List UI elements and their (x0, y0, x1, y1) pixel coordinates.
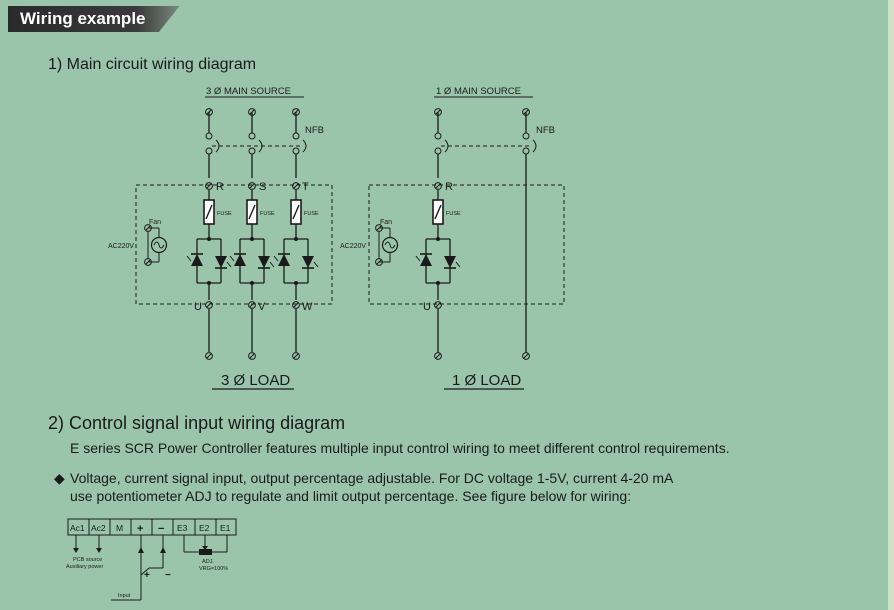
fuse-label-3: FUSE (304, 211, 319, 217)
single-terminal-r-label: R (445, 181, 453, 193)
input-label: Input (118, 593, 131, 599)
terminal-u-label: U (194, 301, 202, 313)
three-phase-nfb-label: NFB (305, 125, 324, 136)
terminal-ac2: Ac2 (91, 523, 106, 533)
auxiliary-power-label: Auxiliary power (66, 564, 103, 570)
single-phase-fan-label: Fan (380, 219, 392, 226)
diamond-bullet-icon: ◆ (54, 470, 65, 486)
section-header-tab: Wiring example (8, 6, 180, 32)
control-signal-title: 2) Control signal input wiring diagram (48, 413, 346, 433)
single-phase-enclosure (368, 184, 565, 305)
terminal-ac1: Ac1 (70, 523, 85, 533)
single-phase-breaker (434, 132, 537, 155)
terminal-m: M (116, 523, 123, 533)
terminal-e1: E1 (220, 523, 231, 533)
three-phase-fan (147, 227, 168, 263)
pcb-source-label: PCB source (73, 557, 102, 563)
three-phase-fan-label: Fan (149, 219, 161, 226)
adj-label: ADJ. (202, 559, 214, 565)
input-plus-label: + (144, 570, 150, 581)
terminal-plus: + (137, 523, 143, 535)
terminal-r-label: R (216, 181, 224, 193)
terminal-e2: E2 (199, 523, 210, 533)
three-phase-breaker (205, 132, 307, 155)
bullet-text-1: Voltage, current signal input, output pe… (70, 470, 674, 486)
three-phase-source-label: 3 Ø MAIN SOURCE (206, 86, 291, 97)
three-phase-enclosure (135, 184, 333, 305)
single-phase-nfb-label: NFB (536, 125, 555, 136)
terminal-e3: E3 (177, 523, 188, 533)
terminal-t-label: T (302, 181, 309, 193)
single-phase-load-label: 1 Ø LOAD (452, 372, 521, 389)
control-signal-description: E series SCR Power Controller features m… (70, 440, 730, 456)
three-phase-ac-label: AC220V (108, 243, 134, 250)
vrg-label: VRG=100% (199, 566, 228, 572)
single-phase-source-label: 1 Ø MAIN SOURCE (436, 86, 521, 97)
main-circuit-title: 1) Main circuit wiring diagram (48, 56, 257, 73)
terminal-s-label: S (259, 181, 266, 193)
terminal-minus: − (158, 523, 164, 535)
three-phase-lines (208, 112, 297, 352)
fuse-label-1: FUSE (217, 211, 232, 217)
bullet-line-1: ◆ Voltage, current signal input, output p… (54, 470, 673, 487)
fuse-label-2: FUSE (260, 211, 275, 217)
terminal-v-label: V (258, 301, 266, 313)
terminal-w-label: W (302, 301, 313, 313)
bullet-line-2: use potentiometer ADJ to regulate and li… (70, 488, 632, 504)
header-title: Wiring example (20, 9, 146, 28)
input-minus-label: − (165, 570, 171, 581)
single-phase-fan (378, 227, 399, 263)
single-terminal-u-label: U (423, 301, 431, 313)
single-fuse-label: FUSE (446, 211, 461, 217)
single-phase-ac-label: AC220V (340, 243, 366, 250)
three-phase-load-label: 3 Ø LOAD (221, 372, 290, 389)
